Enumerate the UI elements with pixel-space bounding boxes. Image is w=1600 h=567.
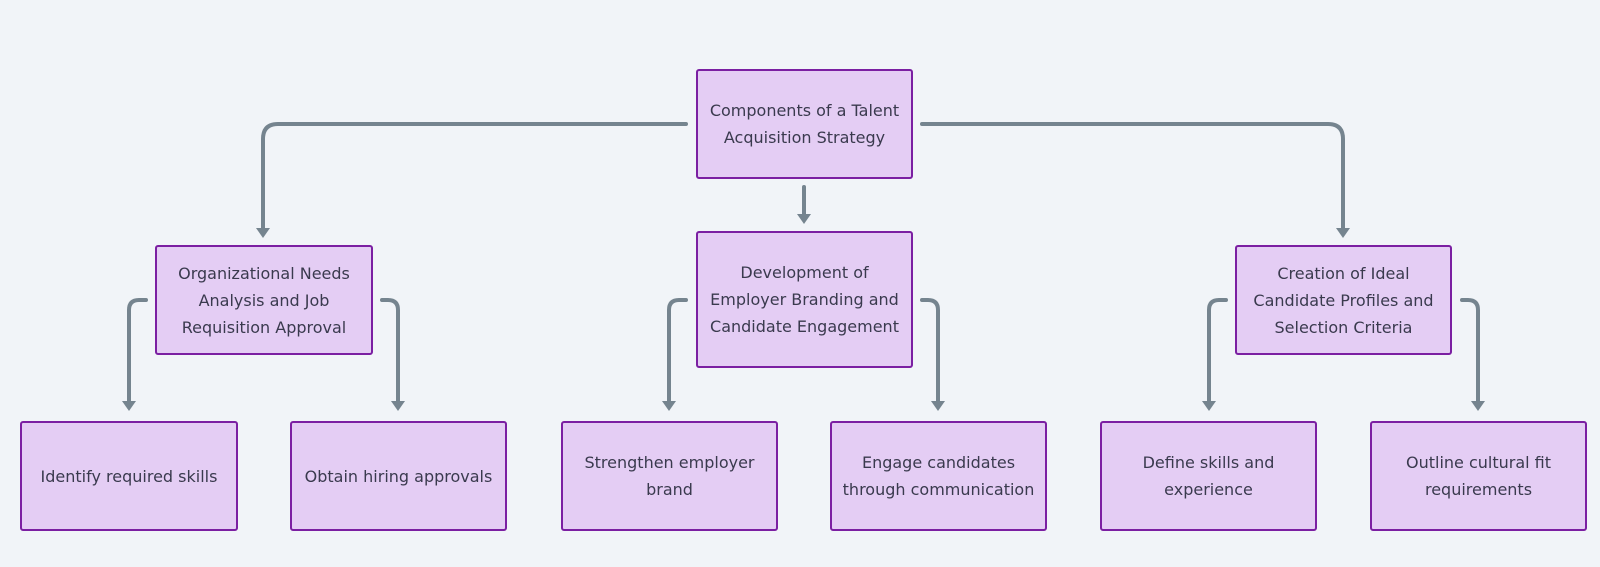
arrowhead-icon (797, 214, 811, 224)
node-label: Creation of Ideal Candidate Profiles and… (1253, 263, 1434, 337)
node-engage: Engage candidates through communication (830, 421, 1047, 531)
arrowhead-icon (122, 401, 136, 411)
edge-org-needs-to-approvals (380, 298, 400, 403)
node-cultural: Outline cultural fit requirements (1370, 421, 1587, 531)
arrowhead-icon (1471, 401, 1485, 411)
node-label: Obtain hiring approvals (304, 466, 493, 486)
arrowhead-icon (662, 401, 676, 411)
edge-profiles-to-cultural (1460, 298, 1480, 403)
node-root: Components of a Talent Acquisition Strat… (696, 69, 913, 179)
arrowhead-icon (1202, 401, 1216, 411)
edge-branding-to-engage (920, 298, 940, 403)
node-label: Organizational Needs Analysis and Job Re… (178, 263, 350, 337)
edge-root-to-org-needs (261, 122, 688, 230)
node-profiles: Creation of Ideal Candidate Profiles and… (1235, 245, 1452, 355)
arrowhead-icon (256, 228, 270, 238)
node-label: Define skills and experience (1142, 453, 1275, 499)
node-label: Development of Employer Branding and Can… (710, 263, 899, 336)
node-define: Define skills and experience (1100, 421, 1317, 531)
edge-profiles-to-define (1207, 298, 1228, 403)
edge-root-to-profiles (920, 122, 1345, 230)
arrowhead-icon (1336, 228, 1350, 238)
node-brand: Strengthen employer brand (561, 421, 778, 531)
node-label: Outline cultural fit requirements (1405, 453, 1552, 499)
node-branding: Development of Employer Branding and Can… (696, 231, 913, 368)
node-label: Components of a Talent Acquisition Strat… (709, 101, 900, 147)
node-label: Identify required skills (40, 466, 218, 486)
edge-org-needs-to-skills (127, 298, 148, 403)
node-skills: Identify required skills (20, 421, 238, 531)
node-org-needs: Organizational Needs Analysis and Job Re… (155, 245, 373, 355)
arrowhead-icon (931, 401, 945, 411)
arrowhead-icon (391, 401, 405, 411)
edge-branding-to-brand (667, 298, 688, 403)
node-approvals: Obtain hiring approvals (290, 421, 507, 531)
node-label: Engage candidates through communication (842, 453, 1035, 499)
node-label: Strengthen employer brand (584, 453, 755, 499)
